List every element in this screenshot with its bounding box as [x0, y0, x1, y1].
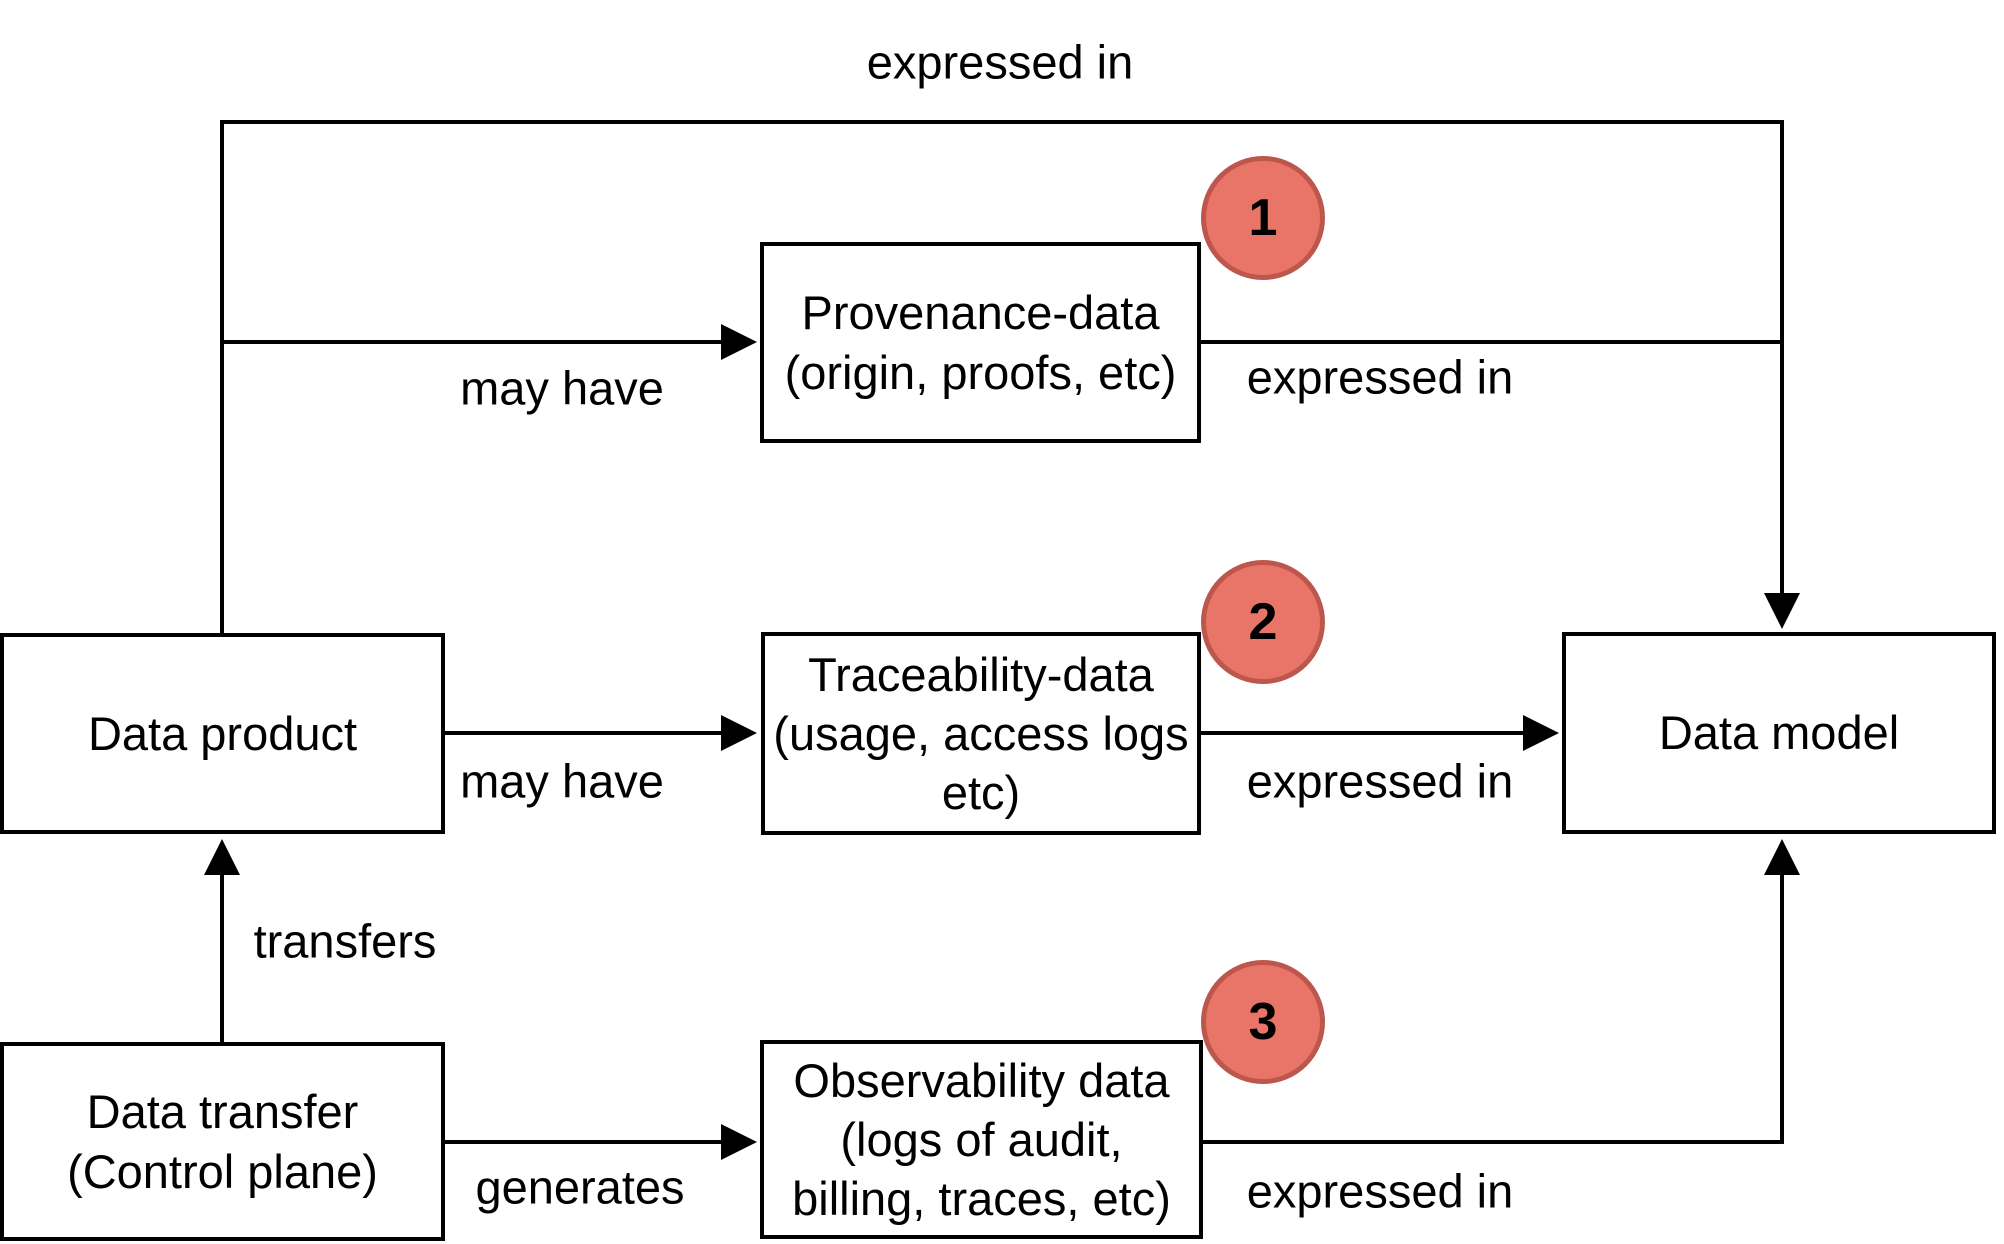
edge-label-generates: generates: [475, 1160, 685, 1214]
edge-label-expressed-in-top: expressed in: [866, 35, 1134, 89]
badge-1-circle: 1: [1201, 156, 1325, 280]
edge-label-expressed-in-observability: expressed in: [1246, 1164, 1514, 1218]
badge-3-circle: 3: [1201, 960, 1325, 1084]
node-traceability-data: Traceability-data (usage, access logs et…: [761, 632, 1201, 835]
node-data-model: Data model: [1562, 632, 1996, 834]
edge-expressed-in-observability: [1203, 839, 1800, 1144]
node-observability-data: Observability data (logs of audit, billi…: [760, 1040, 1203, 1239]
edge-label-may-have-traceability: may have: [460, 754, 664, 808]
edge-label-expressed-in-traceability: expressed in: [1246, 754, 1514, 808]
edge-label-expressed-in-provenance: expressed in: [1246, 350, 1514, 404]
node-provenance-data: Provenance-data (origin, proofs, etc): [760, 242, 1201, 443]
edge-label-transfers: transfers: [253, 914, 437, 968]
badge-2-circle: 2: [1201, 560, 1325, 684]
node-data-transfer: Data transfer (Control plane): [0, 1042, 445, 1241]
edge-label-may-have-provenance: may have: [460, 361, 664, 415]
node-data-product: Data product: [0, 633, 445, 834]
edge-expressed-in-top: [220, 120, 1800, 633]
